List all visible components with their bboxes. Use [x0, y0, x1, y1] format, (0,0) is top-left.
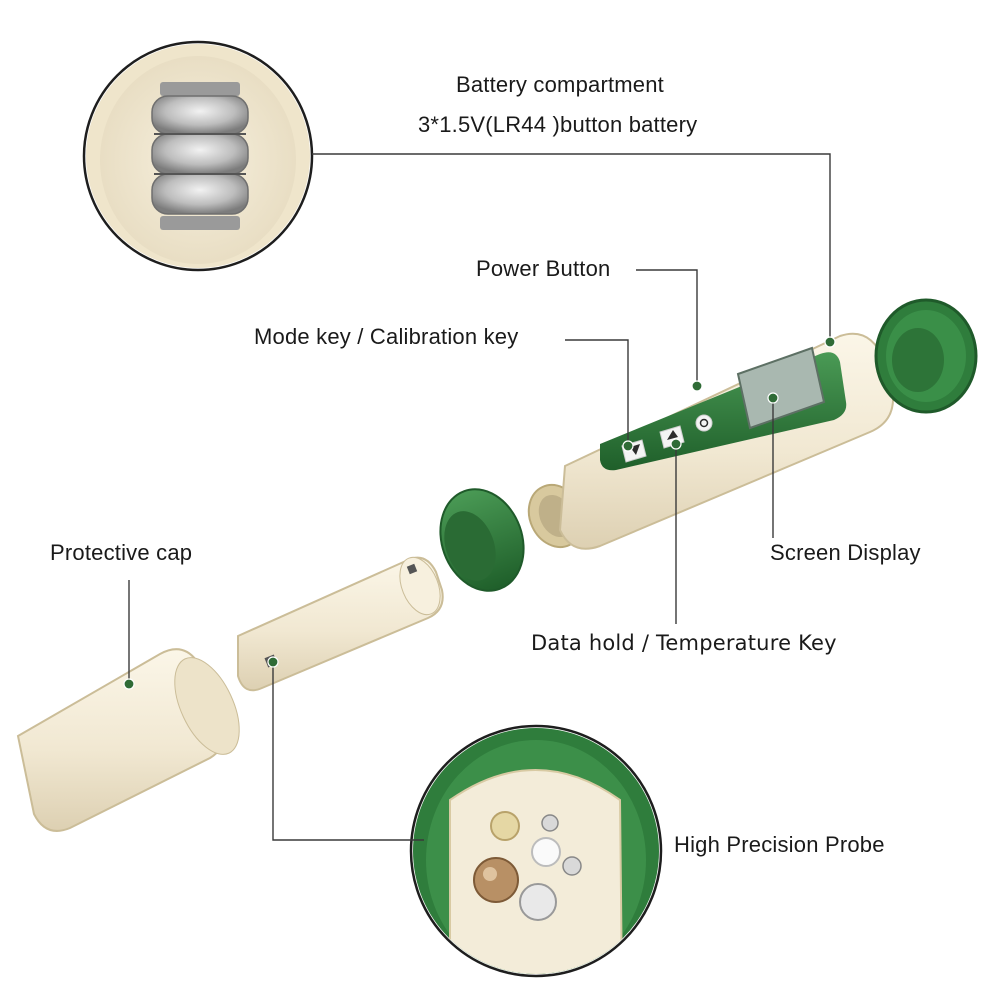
dot-hold — [670, 438, 682, 450]
leader-mode — [565, 339, 629, 446]
leader-power — [636, 269, 698, 386]
dot-battery — [824, 336, 836, 348]
label-battery-compartment: Battery compartment — [456, 72, 664, 97]
label-battery-spec: 3*1.5V(LR44 )button battery — [418, 112, 698, 137]
dot-screen — [767, 392, 779, 404]
protective-cap-body — [16, 648, 240, 832]
leader-probe-tip — [272, 662, 424, 841]
label-mode-calibration-key: Mode key / Calibration key — [254, 324, 519, 349]
leader-dots — [123, 336, 836, 690]
label-screen-display: Screen Display — [770, 540, 921, 565]
probe-guard-sleeve — [237, 556, 444, 692]
label-high-precision-probe: High Precision Probe — [674, 832, 885, 857]
dot-probe-tip — [267, 656, 279, 668]
probe-inset — [409, 724, 663, 978]
top-screw-cap — [874, 298, 978, 414]
dot-cap — [123, 678, 135, 690]
label-protective-cap: Protective cap — [50, 540, 193, 565]
meter-body — [527, 332, 894, 550]
leader-lines — [128, 153, 831, 841]
label-data-hold-temperature-key: Data hold / Temperature Key — [531, 631, 837, 655]
battery-compartment-inset — [82, 40, 314, 272]
dot-mode — [622, 440, 634, 452]
label-power-button: Power Button — [476, 256, 611, 281]
green-ring-nut — [439, 488, 525, 592]
dot-power — [691, 380, 703, 392]
leader-battery — [312, 153, 831, 342]
